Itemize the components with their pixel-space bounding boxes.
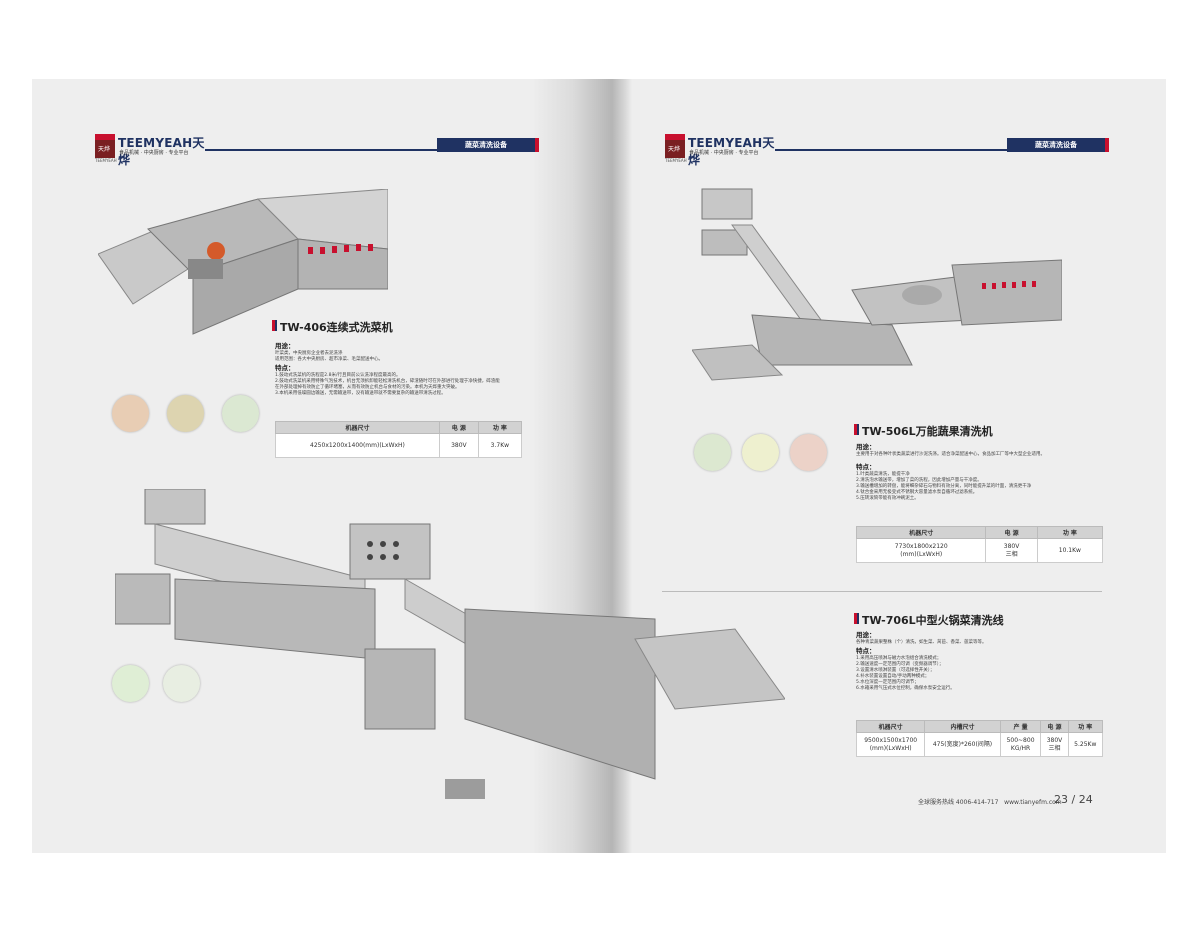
tw706l-description: 用途： 各种青菜蔬果整株（个）清洗，如生菜、莴苣、香菜、菠菜等等。 特点： 1.… [856,631,987,691]
logo-mark-icon: 天烨 [665,134,685,158]
vegetable-photo [694,434,731,471]
left-header: 天烨 TEEMYEAH天烨 食品机械 · 中央厨房 · 专业平台 TEEMYEA… [95,134,539,167]
tw706l-spec-table: 机器尺寸内槽尺寸产 量电 源功 率 9500x1500x1700 (mm)(Lx… [855,720,1104,757]
section-tag: 蔬菜清洗设备 [437,138,539,152]
tw406-machine-image [98,189,388,335]
tw406-spec-table: 机器尺寸电 源功 率 4250x1200x1400(mm)(LxWxH)380V… [275,421,523,458]
tw406-description: 用途： 叶菜类，中央厨房企业者去泥洗涤适用范围：各大中央厨房、超市净菜、毛菜配送… [275,342,500,396]
header-rule [775,149,1105,151]
tw506l-description: 用途： 主要用于对各种叶状类蔬菜进行沙泥洗涤。适合净菜配送中心，食品加工厂等中大… [856,443,1045,501]
vegetable-photo [112,665,149,702]
tw506l-machine-image [692,188,1062,381]
header-rule [205,149,535,151]
brand-logo: 天烨 TEEMYEAH天烨 食品机械 · 中央厨房 · 专业平台 TEEMYEA… [95,134,205,167]
vegetable-photo [790,434,827,471]
page-numbers: 23 / 24 [1054,793,1093,806]
vegetable-photo [112,395,149,432]
tw706l-machine-image [115,489,785,799]
divider [662,591,1102,592]
tw506l-title: TW-506L万能蔬果清洗机 [854,423,993,439]
right-header: 天烨 TEEMYEAH天烨 食品机械 · 中央厨房 · 专业平台 TEEMYEA… [665,134,1109,167]
vegetable-photo [222,395,259,432]
footer-hotline: 全球服务热线 4006-414-717 www.tianyefm.com [918,799,1062,806]
vegetable-photo [742,434,779,471]
vegetable-photo [163,665,200,702]
tw506l-spec-table: 机器尺寸电 源功 率 7730x1800x2120 (mm)(LxWxH)380… [855,526,1104,563]
brand-logo: 天烨 TEEMYEAH天烨 食品机械 · 中央厨房 · 专业平台 TEEMYEA… [665,134,775,167]
tw406-title: TW-406连续式洗菜机 [272,319,393,335]
brochure-spread: 天烨 TEEMYEAH天烨 食品机械 · 中央厨房 · 专业平台 TEEMYEA… [32,79,1166,853]
tw706l-title: TW-706L中型火锅菜清洗线 [854,612,1004,628]
section-tag: 蔬菜清洗设备 [1007,138,1109,152]
logo-mark-icon: 天烨 [95,134,115,158]
vegetable-photo [167,395,204,432]
